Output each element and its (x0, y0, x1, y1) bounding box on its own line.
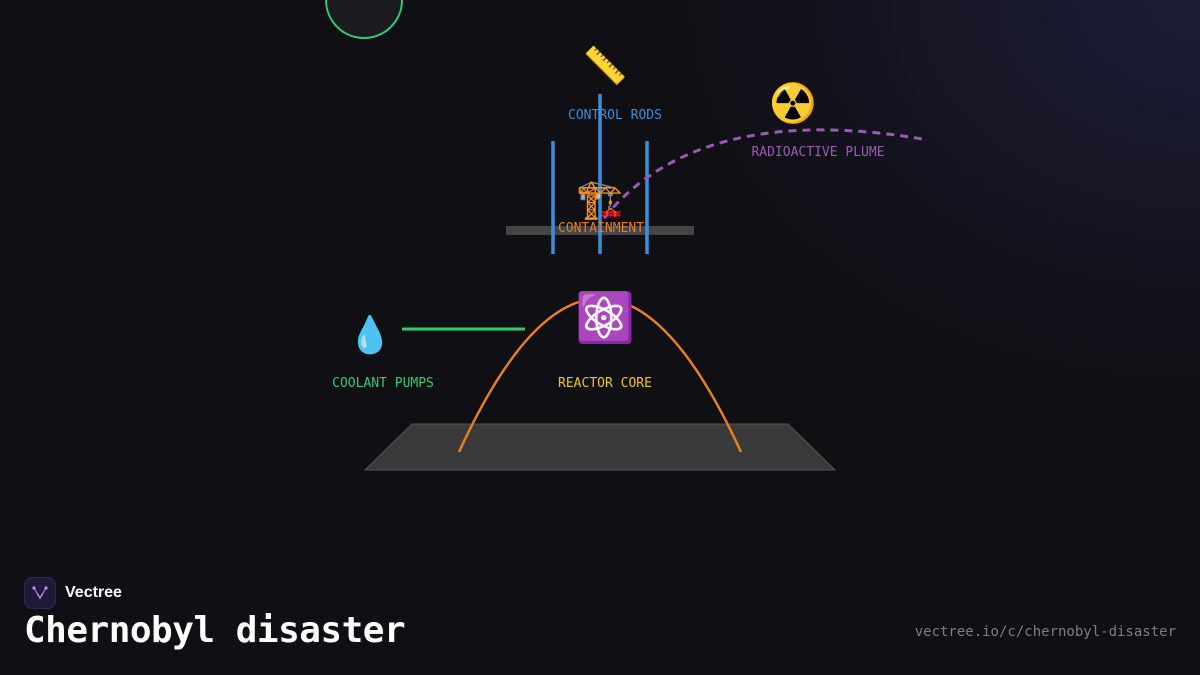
brand-name: Vectree (65, 584, 122, 601)
radioactive-icon: ☢️ (769, 81, 816, 125)
page-title: Chernobyl disaster (24, 610, 406, 651)
reactor-core-arc (457, 297, 743, 453)
water-drop-icon: 💧 (348, 314, 393, 356)
page-url[interactable]: vectree.io/c/chernobyl-disaster (914, 624, 1176, 640)
coolant-pumps-label: COOLANT PUMPS (332, 376, 434, 391)
construction-crane-icon: 🏗️ (576, 177, 623, 221)
control-rods-label: CONTROL RODS (568, 108, 662, 123)
vectree-logo-icon (24, 577, 56, 609)
base-platform (363, 423, 837, 471)
reactor-core-label: REACTOR CORE (558, 376, 652, 391)
brand: Vectree (24, 577, 122, 609)
atom-icon: ⚛️ (575, 290, 635, 346)
top-node-circle (325, 0, 403, 39)
ruler-icon: 📏 (583, 45, 628, 87)
radioactive-plume-label: RADIOACTIVE PLUME (751, 145, 884, 160)
radioactive-plume-path (602, 128, 929, 219)
containment-label: CONTAINMENT (558, 221, 644, 236)
